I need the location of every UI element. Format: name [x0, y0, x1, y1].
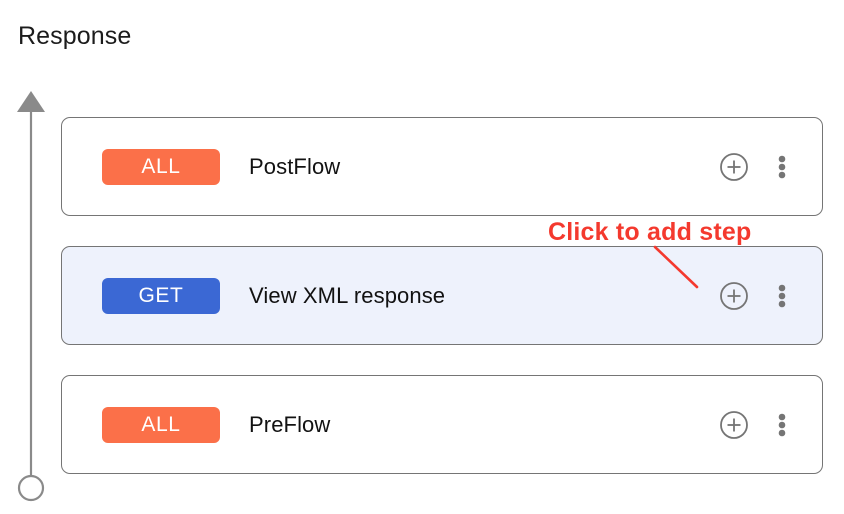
arrow-up-icon: [17, 91, 45, 112]
method-badge-get: GET: [102, 277, 220, 314]
method-badge-all: ALL: [102, 148, 220, 185]
circle-endpoint-icon: [17, 474, 45, 502]
step-card-preflow[interactable]: ALL PreFlow: [61, 375, 823, 474]
flow-rail: [0, 84, 64, 504]
plus-circle-icon[interactable]: [718, 280, 750, 312]
page-title: Response: [18, 22, 132, 50]
plus-circle-icon[interactable]: [718, 151, 750, 183]
plus-circle-icon[interactable]: [718, 409, 750, 441]
row-actions: [718, 409, 794, 441]
more-vertical-icon[interactable]: [770, 409, 794, 441]
step-card-view-xml-response[interactable]: GET View XML response: [61, 246, 823, 345]
more-vertical-icon[interactable]: [770, 151, 794, 183]
step-label: PreFlow: [249, 411, 331, 437]
row-actions: [718, 151, 794, 183]
step-card-postflow[interactable]: ALL PostFlow: [61, 117, 823, 216]
flow-rail-graphic: [17, 91, 45, 502]
row-actions: [718, 280, 794, 312]
step-label: View XML response: [249, 282, 446, 308]
method-badge-all: ALL: [102, 406, 220, 443]
step-card-list: ALL PostFlow GET View XML response: [61, 117, 823, 474]
more-vertical-icon[interactable]: [770, 280, 794, 312]
step-label: PostFlow: [249, 153, 341, 179]
